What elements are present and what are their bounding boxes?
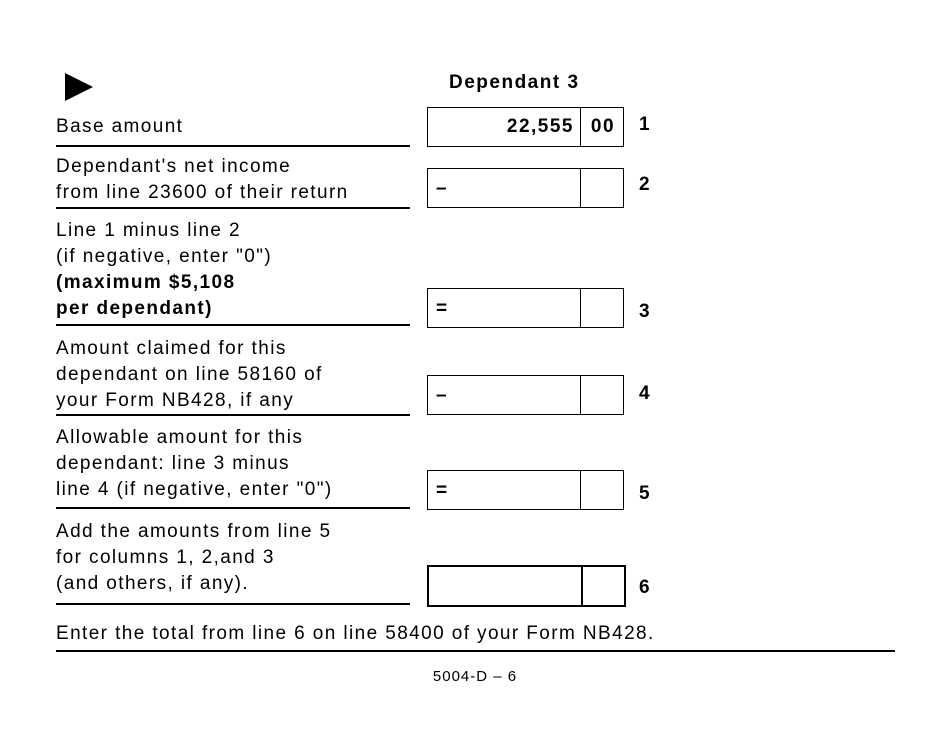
line-3-label: Line 1 minus line 2 (if negative, enter … (56, 218, 416, 322)
line-1-cents[interactable]: 00 (590, 116, 616, 137)
line-2-rule (56, 207, 410, 209)
page-footer: 5004-D – 6 (432, 668, 518, 685)
label-text: Dependant's net income (56, 156, 292, 177)
arrow-icon (65, 73, 93, 101)
line-1-dollars[interactable]: 22,555 (506, 116, 574, 137)
cents-divider (581, 567, 583, 605)
line-3-cents[interactable] (583, 289, 623, 327)
line-6-total-field[interactable] (427, 565, 626, 607)
line-3-rule (56, 324, 410, 326)
cents-divider (580, 376, 581, 414)
cents-divider (580, 471, 581, 509)
final-rule (56, 650, 895, 652)
line-4-label: Amount claimed for this dependant on lin… (56, 336, 416, 414)
line-6-label: Add the amounts from line 5 for columns … (56, 519, 416, 597)
label-text: (if negative, enter "0") (56, 246, 273, 267)
line-number-2: 2 (639, 174, 650, 195)
cents-divider (580, 169, 581, 207)
label-text: (and others, if any). (56, 573, 250, 594)
line-3-amount-field[interactable]: = (427, 288, 624, 328)
minus-sign: – (436, 385, 449, 406)
cents-divider (580, 108, 581, 146)
line-4-amount-field[interactable]: – (427, 375, 624, 415)
label-text: line 4 (if negative, enter "0") (56, 479, 333, 500)
label-text: Line 1 minus line 2 (56, 220, 242, 241)
label-text: dependant on line 58160 of (56, 364, 323, 385)
label-text: Amount claimed for this (56, 338, 287, 359)
minus-sign: – (436, 178, 449, 199)
line-5-cents[interactable] (583, 471, 623, 509)
line-1-label: Base amount (56, 114, 416, 140)
label-text-bold: (maximum $5,108 (56, 272, 236, 293)
label-text-bold: per dependant) (56, 298, 213, 319)
label-text: Add the amounts from line 5 (56, 521, 332, 542)
label-text: from line 23600 of their return (56, 182, 349, 203)
column-header: Dependant 3 (449, 72, 580, 93)
label-text: for columns 1, 2,and 3 (56, 547, 275, 568)
line-6-dollars[interactable] (437, 567, 574, 605)
line-6-cents[interactable] (584, 567, 624, 605)
line-4-rule (56, 414, 410, 416)
equals-sign: = (436, 480, 449, 501)
label-text: dependant: line 3 minus (56, 453, 290, 474)
line-number-1: 1 (639, 114, 650, 135)
line-2-amount-field[interactable]: – (427, 168, 624, 208)
line-4-cents[interactable] (583, 376, 623, 414)
line-number-5: 5 (639, 483, 650, 504)
label-text: Allowable amount for this (56, 427, 304, 448)
line-number-4: 4 (639, 383, 650, 404)
line-number-3: 3 (639, 301, 650, 322)
line-number-6: 6 (639, 577, 650, 598)
line-2-label: Dependant's net income from line 23600 o… (56, 154, 416, 206)
cents-divider (580, 289, 581, 327)
equals-sign: = (436, 298, 449, 319)
line-6-rule (56, 603, 410, 605)
line-5-label: Allowable amount for this dependant: lin… (56, 425, 416, 503)
line-5-amount-field[interactable]: = (427, 470, 624, 510)
line-2-cents[interactable] (583, 169, 623, 207)
line-1-amount-field[interactable]: 22,555 00 (427, 107, 624, 147)
label-text: your Form NB428, if any (56, 390, 295, 411)
final-instruction: Enter the total from line 6 on line 5840… (56, 623, 655, 644)
label-text: Base amount (56, 116, 184, 137)
line-1-rule (56, 145, 410, 147)
line-5-rule (56, 507, 410, 509)
